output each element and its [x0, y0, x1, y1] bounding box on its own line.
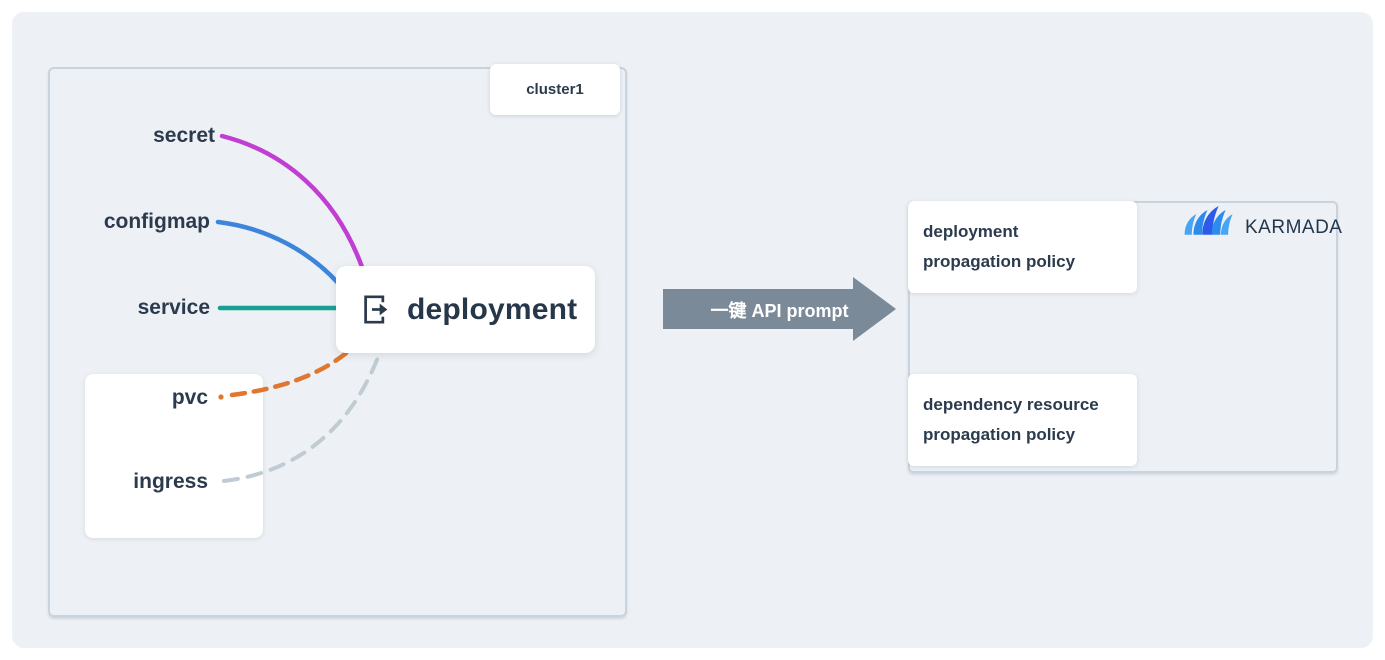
policy-line: propagation policy: [923, 425, 1076, 444]
policy-box-dependency: dependency resource propagation policy: [908, 374, 1137, 466]
karmada-wordmark: KARMADA: [1245, 217, 1343, 238]
resource-label-service: service: [137, 296, 210, 319]
cluster-panel: [48, 67, 627, 617]
resource-label-configmap: configmap: [103, 210, 210, 233]
policy-box-deployment: deployment propagation policy: [908, 201, 1137, 293]
karmada-brand: KARMADA: [1182, 206, 1342, 250]
policy-line: propagation policy: [923, 252, 1076, 271]
cluster-name-tag: cluster1: [490, 64, 620, 115]
export-icon: [362, 293, 391, 326]
karmada-sails-icon: [1184, 206, 1233, 247]
resource-label-ingress: ingress: [133, 470, 208, 493]
policy-line: deployment: [923, 222, 1019, 241]
resource-label-pvc: pvc: [171, 386, 208, 409]
deployment-node: deployment: [336, 266, 595, 353]
arrow-label: 一键 API prompt: [710, 300, 849, 321]
policy-line: dependency resource: [923, 395, 1099, 414]
deployment-node-label: deployment: [407, 292, 578, 326]
resource-label-secret: secret: [153, 124, 215, 147]
